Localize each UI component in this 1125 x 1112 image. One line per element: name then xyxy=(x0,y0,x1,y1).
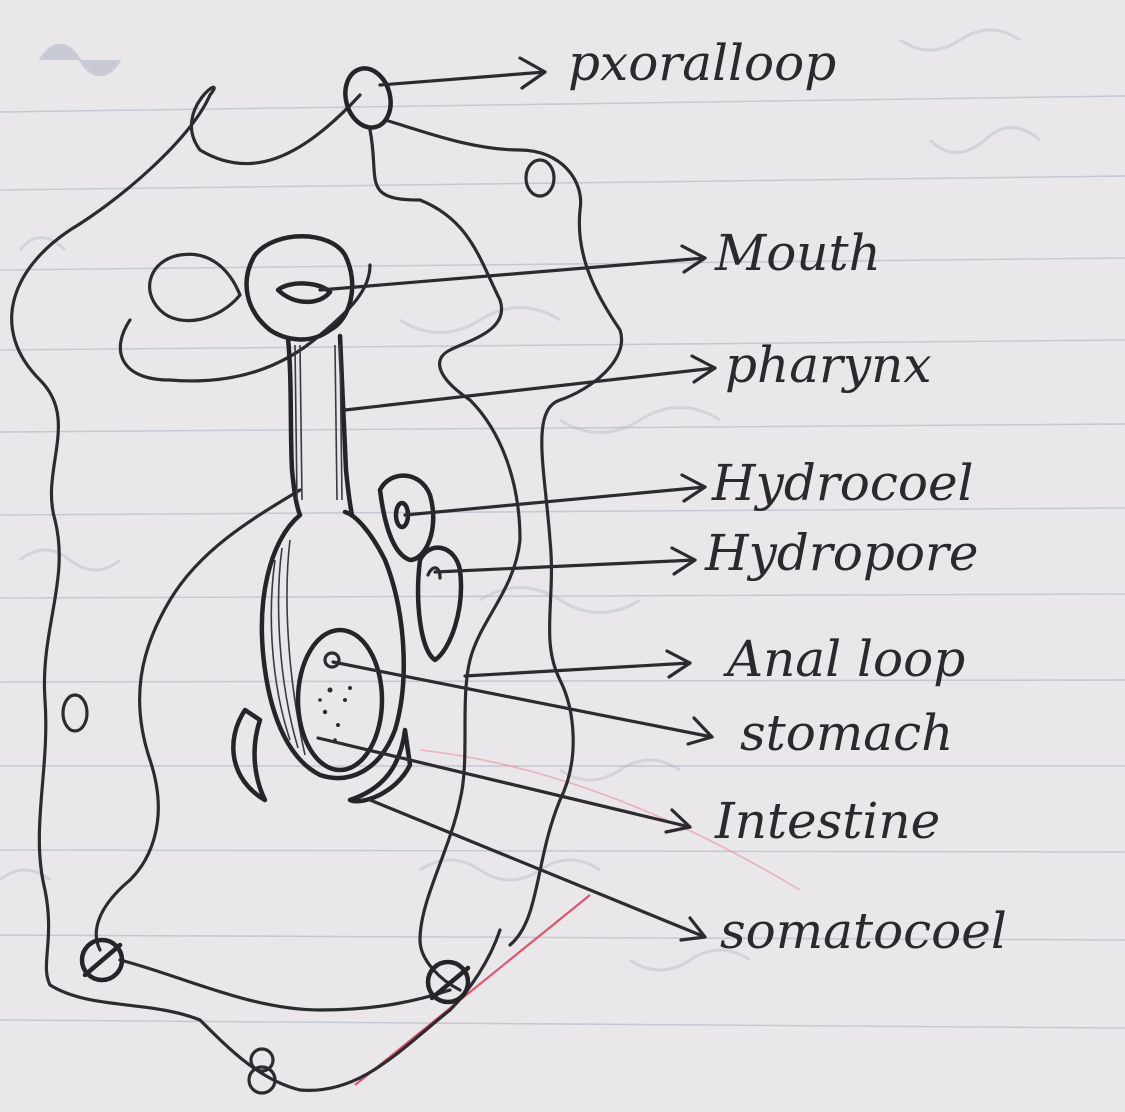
label-hydropore: Hydropore xyxy=(704,524,978,582)
label-somatocoel: somatocoel xyxy=(720,902,1007,960)
hydrocoel-structure xyxy=(380,476,461,660)
label-mouth: Mouth xyxy=(714,224,881,282)
label-intestine: Intestine xyxy=(714,792,940,850)
pharynx-tube xyxy=(288,336,352,515)
label-preoral-loop: pxoralloop xyxy=(568,34,836,92)
label-anal-loop: Anal loop xyxy=(723,630,965,688)
label-group: pxoralloop Mouth pharynx Hydrocoel Hydro… xyxy=(568,34,1007,960)
label-pharynx: pharynx xyxy=(725,336,932,394)
label-hydrocoel: Hydrocoel xyxy=(711,454,974,512)
margin-line xyxy=(355,895,590,1085)
stomach-sac xyxy=(262,512,404,778)
label-stomach: stomach xyxy=(740,704,953,762)
